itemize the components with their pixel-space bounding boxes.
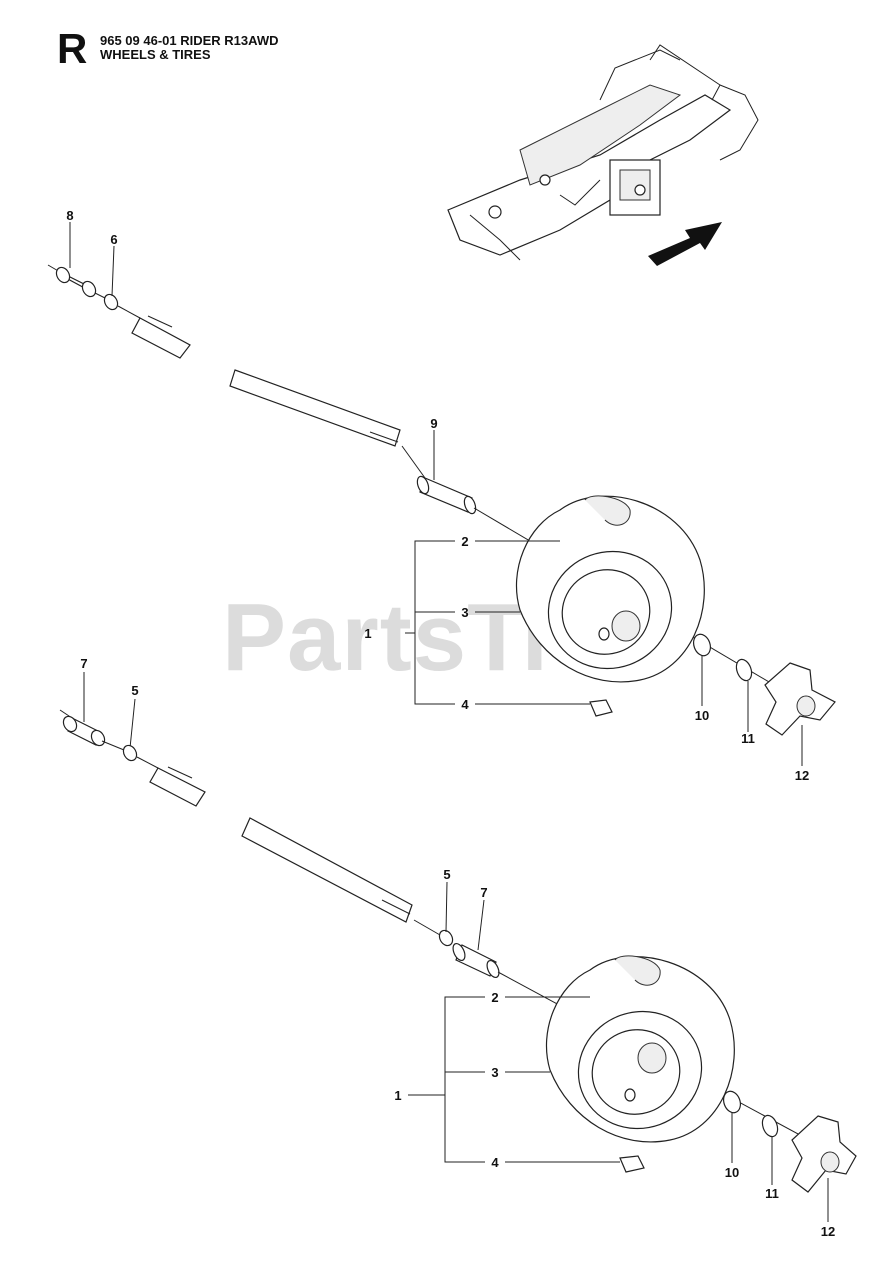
callout-label: 10 bbox=[695, 708, 709, 723]
section-title: WHEELS & TIRES bbox=[100, 47, 211, 62]
top-axle-assembly bbox=[47, 264, 836, 736]
callout-label: 3 bbox=[461, 605, 468, 620]
spacer-8 bbox=[55, 266, 97, 298]
valve-stem-top bbox=[589, 699, 613, 717]
axle-shaft-top-a bbox=[131, 317, 191, 359]
hub-cap-12-top bbox=[764, 662, 836, 736]
callout-label: 4 bbox=[461, 697, 469, 712]
axle-shaft-bottom-a bbox=[149, 767, 206, 807]
axle-shaft-bottom-b bbox=[241, 817, 413, 923]
callout-label: 3 bbox=[491, 1065, 498, 1080]
washer-6 bbox=[103, 293, 119, 311]
callout-label: 12 bbox=[795, 768, 809, 783]
washer-5-left bbox=[122, 744, 138, 762]
valve-stem-bottom bbox=[619, 1155, 645, 1173]
washer-10-bottom bbox=[722, 1090, 742, 1114]
hub-cap-12-bottom bbox=[791, 1115, 857, 1193]
callout-label: 11 bbox=[765, 1186, 779, 1201]
callout-label: 10 bbox=[725, 1165, 739, 1180]
spacer-9 bbox=[416, 475, 477, 515]
e-clip-11-bottom bbox=[761, 1114, 779, 1138]
callout-label: 2 bbox=[461, 534, 468, 549]
callout-label: 7 bbox=[480, 885, 487, 900]
callout-label: 7 bbox=[80, 656, 87, 671]
washer-5-right bbox=[438, 929, 454, 947]
callout-label: 2 bbox=[491, 990, 498, 1005]
callout-label: 4 bbox=[491, 1155, 499, 1170]
wheel-tire-bottom bbox=[545, 955, 735, 1143]
callout-label: 5 bbox=[131, 683, 138, 698]
top-callout-leaders bbox=[69, 222, 803, 766]
callout-label: 1 bbox=[364, 626, 371, 641]
bottom-callout-leaders bbox=[408, 881, 829, 1222]
callout-label: 12 bbox=[821, 1224, 835, 1239]
wheel-tire-top bbox=[515, 495, 705, 683]
callout-label: 6 bbox=[110, 232, 117, 247]
callout-label: 1 bbox=[394, 1088, 401, 1103]
spacer-7-left bbox=[62, 715, 106, 747]
chassis-overview bbox=[447, 44, 759, 261]
bottom-axle-assembly bbox=[59, 709, 857, 1193]
callout-label: 9 bbox=[430, 416, 437, 431]
callout-label: 5 bbox=[443, 867, 450, 882]
callout-numbers-top: 8 6 9 2 3 1 4 7 5 10 11 12 bbox=[66, 208, 809, 783]
axle-shaft-top-b bbox=[229, 369, 401, 447]
callout-label: 8 bbox=[66, 208, 73, 223]
model-title: 965 09 46-01 RIDER R13AWD bbox=[100, 33, 279, 48]
front-direction-arrow bbox=[648, 222, 722, 266]
e-clip-11-top bbox=[735, 658, 753, 682]
sheet-letter: R bbox=[57, 25, 88, 72]
spacer-7-right bbox=[452, 942, 500, 979]
callout-label: 11 bbox=[741, 731, 755, 746]
callout-numbers-bottom: 5 7 2 3 1 4 10 11 12 bbox=[394, 867, 835, 1239]
washer-10-top bbox=[692, 633, 712, 657]
